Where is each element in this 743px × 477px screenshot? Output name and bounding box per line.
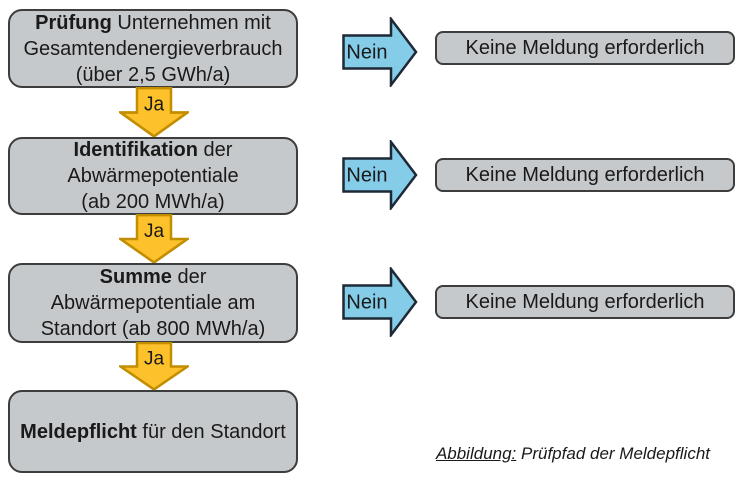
step-box-identifikation: Identifikation der Abwärmepotentiale (ab… bbox=[8, 137, 298, 215]
nein-label: Nein bbox=[346, 165, 387, 187]
nein-arrow-right-icon: Nein bbox=[342, 17, 418, 87]
ja-arrow-down-icon: Ja bbox=[119, 87, 189, 138]
step-keyword: Meldepflicht bbox=[20, 420, 137, 443]
figure-caption: Abbildung: Prüfpfad der Meldepflicht bbox=[436, 444, 710, 464]
ja-arrow-shape bbox=[119, 214, 189, 264]
caption-text: Prüfpfad der Meldepflicht bbox=[516, 444, 710, 463]
step-box-pruefung: Prüfung Unternehmen mit Gesamtendenergie… bbox=[8, 9, 298, 88]
nein-label: Nein bbox=[346, 42, 387, 64]
step-description: der Abwärmepotentiale (ab 200 MWh/a) bbox=[67, 139, 239, 213]
ja-arrow-down-icon: Ja bbox=[119, 214, 189, 264]
nein-label: Nein bbox=[346, 292, 387, 314]
result-text: Keine Meldung erforderlich bbox=[465, 290, 705, 313]
result-text: Keine Meldung erforderlich bbox=[465, 163, 705, 186]
result-box-keine-meldung: Keine Meldung erforderlich bbox=[435, 158, 735, 192]
nein-arrow-shape bbox=[342, 267, 418, 337]
ja-arrow-shape bbox=[119, 87, 189, 138]
nein-arrow-right-icon: Nein bbox=[342, 267, 418, 337]
result-box-keine-meldung: Keine Meldung erforderlich bbox=[435, 31, 735, 65]
step-keyword: Summe bbox=[99, 266, 172, 288]
step-description: der Abwärmepotentiale am Standort (ab 80… bbox=[40, 266, 266, 340]
ja-label: Ja bbox=[144, 348, 164, 369]
caption-prefix: Abbildung: bbox=[435, 444, 517, 463]
result-text: Keine Meldung erforderlich bbox=[465, 36, 705, 59]
result-box-keine-meldung: Keine Meldung erforderlich bbox=[435, 285, 735, 319]
step-description: für den Standort bbox=[136, 420, 286, 443]
nein-arrow-right-icon: Nein bbox=[342, 140, 418, 210]
ja-label: Ja bbox=[144, 93, 164, 116]
step-text-identifikation: Identifikation der Abwärmepotentiale (ab… bbox=[67, 137, 238, 215]
step-description: Unternehmen mit Gesamtendenergieverbrauc… bbox=[23, 11, 283, 86]
nein-arrow-shape bbox=[342, 140, 418, 210]
step-text-summe: Summe der Abwärmepotentiale am Standort … bbox=[41, 264, 266, 342]
ja-arrow-down-icon: Ja bbox=[119, 342, 189, 391]
nein-arrow-shape bbox=[342, 17, 418, 87]
step-box-meldepflicht: Meldepflicht für den Standort bbox=[8, 390, 298, 473]
step-text-meldepflicht: Meldepflicht für den Standort bbox=[20, 419, 286, 445]
ja-arrow-shape bbox=[119, 342, 189, 391]
step-keyword: Identifikation bbox=[73, 139, 198, 161]
ja-label: Ja bbox=[144, 220, 164, 242]
step-box-summe: Summe der Abwärmepotentiale am Standort … bbox=[8, 263, 298, 343]
step-text-pruefung: Prüfung Unternehmen mit Gesamtendenergie… bbox=[23, 10, 282, 88]
step-keyword: Prüfung bbox=[35, 11, 112, 34]
